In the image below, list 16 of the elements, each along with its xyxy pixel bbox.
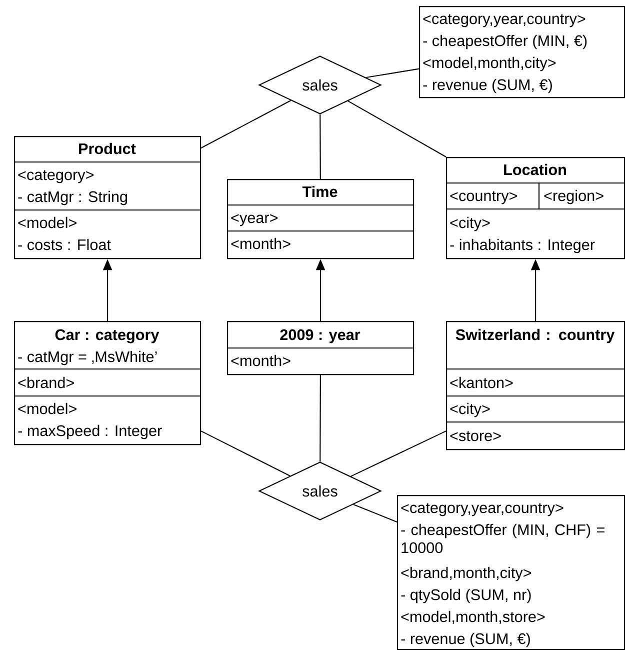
class-box: 2009 : year <month> (227, 321, 414, 376)
class-box: Location <country> <region> <city> - inhabitants : Integer (446, 157, 625, 260)
connector-line (350, 430, 446, 477)
connector-line (353, 504, 398, 522)
class-box: Car : category - catMgr = ‚MsWhite’ <brand> <model> - maxSpeed : Integer (14, 321, 202, 446)
connector-line (200, 430, 290, 476)
note-box: <category,year,country> - cheapestOffer (MIN, €) <model,month,city> - revenue (SUM, €) (419, 6, 625, 98)
connector-line (366, 68, 420, 78)
class-box: Time <year> <month> (227, 179, 414, 260)
connector-line (348, 100, 446, 158)
connector-line (200, 100, 291, 148)
class-box: Product <category> - catMgr : String <model> - costs : Float (14, 136, 202, 260)
class-box: Switzerland : country <kanton> <city> <store> (446, 321, 625, 450)
connector-line (320, 375, 321, 462)
connector-line (320, 114, 321, 179)
note-box: <category,year,country> - cheapestOffer (MIN, CHF) = 10000 <brand,month,city> - qtySold (SUM, nr) <model,month,store> - revenue (SUM, €) (397, 495, 625, 650)
